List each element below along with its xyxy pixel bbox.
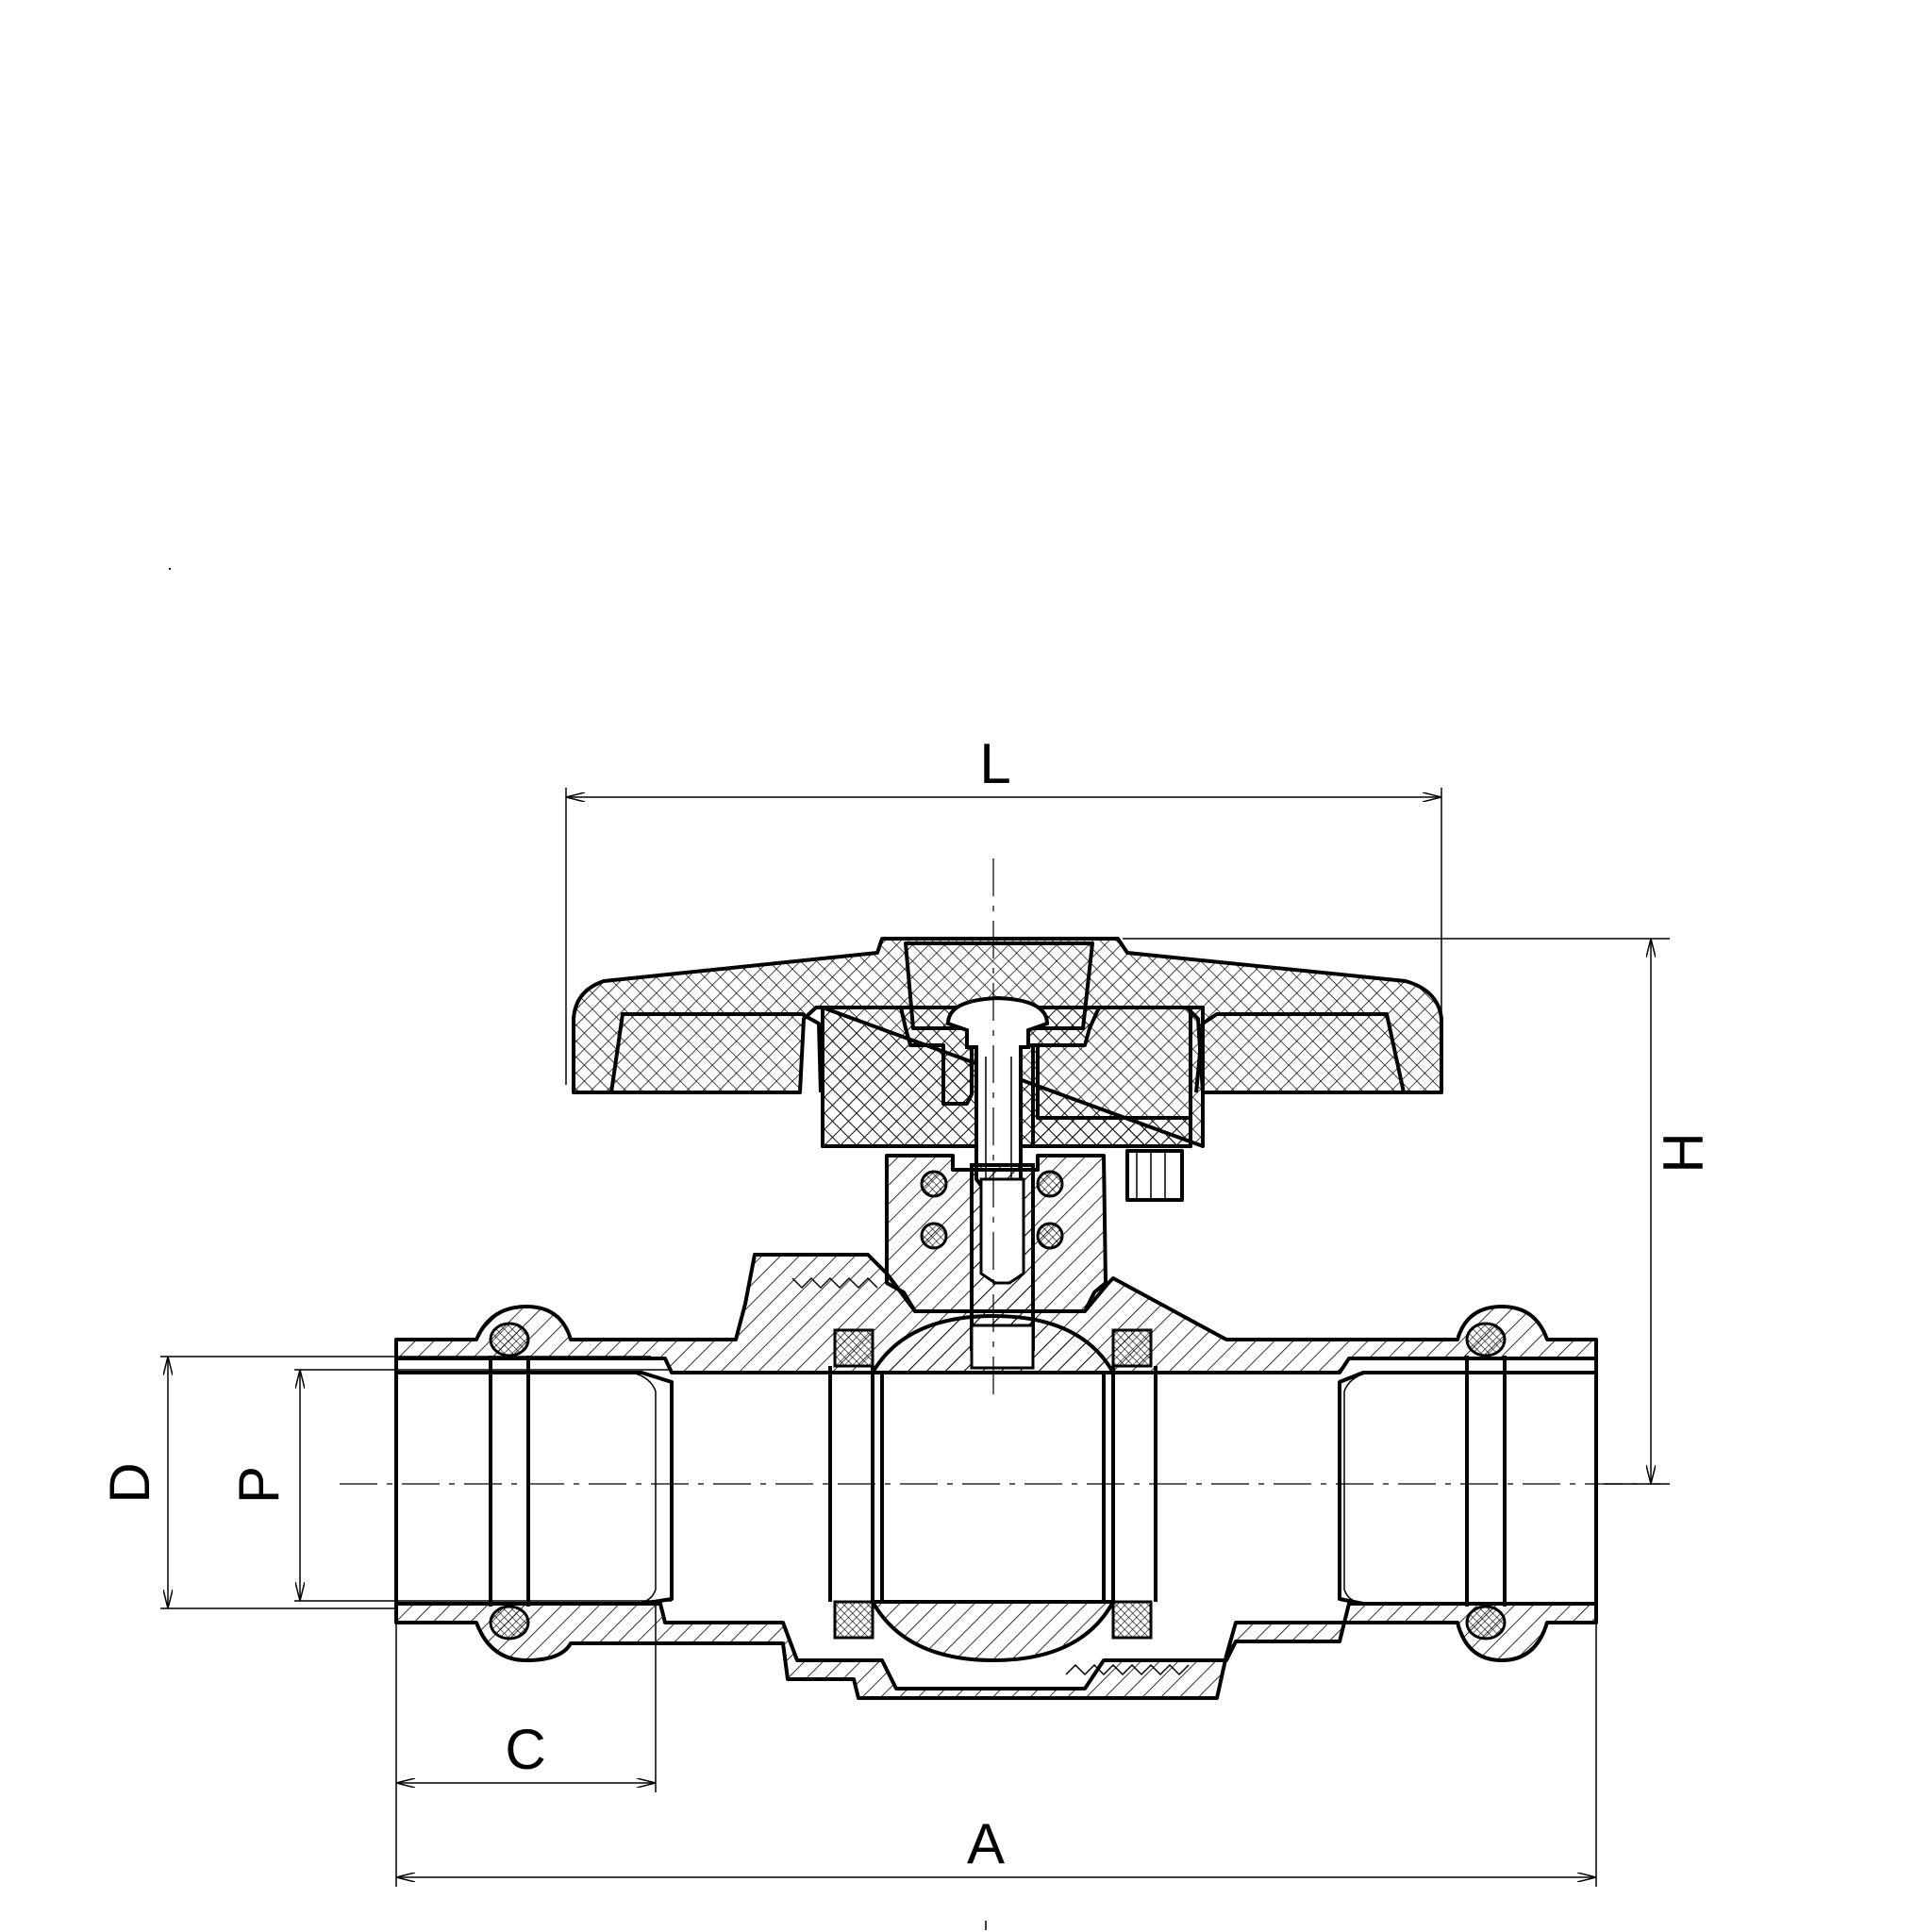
ball-seat: [1111, 1600, 1153, 1640]
left-socket: [396, 1371, 674, 1606]
stray-dot: [168, 567, 172, 571]
label-H: H: [1652, 1132, 1715, 1173]
screw-hole: [979, 1177, 1025, 1285]
socket-o-ring: [489, 1322, 530, 1357]
stem-o-ring: [920, 1222, 948, 1250]
right-socket-chamfer: [1343, 1372, 1596, 1605]
socket-o-ring: [489, 1605, 530, 1641]
dimension-C: C: [395, 1604, 657, 1792]
ball-seat: [833, 1328, 874, 1368]
stem-assembly: [885, 1149, 1184, 1351]
thread-lower: [1065, 1663, 1190, 1676]
dimension-L: L: [565, 732, 1442, 1092]
dimension-D: D: [98, 1356, 651, 1609]
label-C: C: [505, 1718, 545, 1781]
right-o-ring-groove: [1465, 1356, 1507, 1607]
dimension-A: A: [395, 1623, 1597, 1887]
body-upper-wall: [394, 1253, 1598, 1374]
dimension-P: P: [227, 1369, 672, 1602]
label-L: L: [979, 732, 1010, 795]
ball-seat: [833, 1600, 874, 1640]
screw-thread: [985, 1057, 1012, 1179]
thread-upper: [791, 1276, 878, 1290]
label-P: P: [227, 1466, 291, 1504]
socket-o-ring: [1465, 1605, 1507, 1641]
label-A: A: [967, 1812, 1005, 1875]
stop-lug: [1125, 1149, 1184, 1202]
valve-body: [394, 1253, 1598, 1700]
stem-o-ring: [920, 1170, 948, 1198]
socket-o-ring: [1465, 1322, 1507, 1357]
body-lower-wall: [394, 1602, 1598, 1700]
stem-o-ring: [1036, 1222, 1064, 1250]
left-o-ring-groove: [489, 1356, 530, 1607]
left-socket-chamfer: [396, 1372, 657, 1605]
handle-left-window: [609, 1012, 823, 1093]
ball-bottom: [871, 1600, 1115, 1662]
handle: [572, 937, 1443, 1195]
dimension-H: H: [1123, 938, 1715, 1485]
ball-bore: [880, 1373, 1106, 1602]
ball-slot: [970, 1324, 1035, 1370]
label-D: D: [98, 1462, 161, 1503]
stem-o-ring: [1036, 1170, 1064, 1198]
stop-lug-detail: [1136, 1151, 1166, 1200]
ball-seat: [1111, 1328, 1153, 1368]
